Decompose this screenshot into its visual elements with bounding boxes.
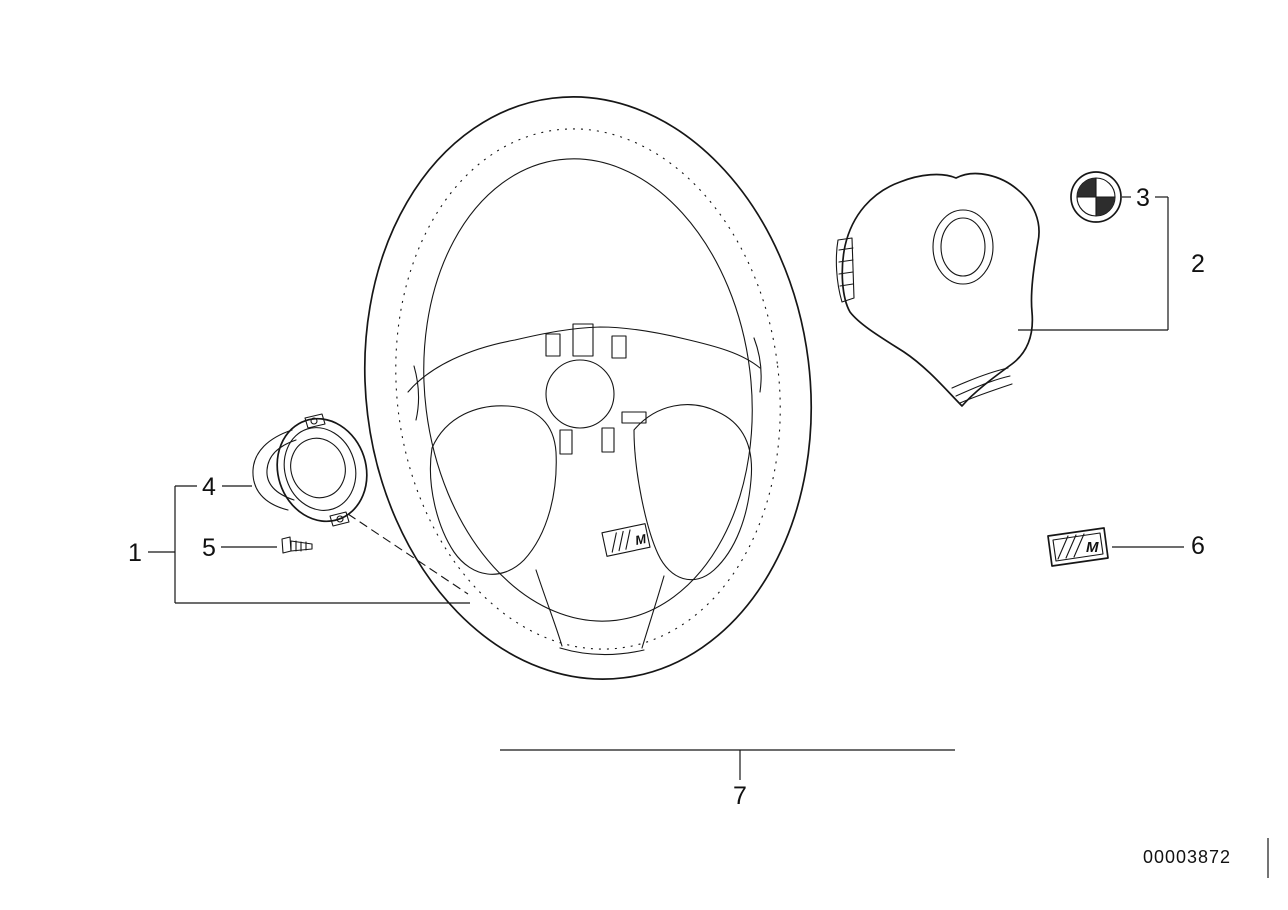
wheel-rim-stitching — [395, 128, 781, 650]
m-badge-plate — [1047, 527, 1109, 567]
m-stripes-icon: M — [1047, 527, 1109, 567]
callout-6[interactable]: 6 — [1191, 532, 1205, 560]
airbag-center-hole-inner — [940, 217, 986, 277]
callout-7[interactable]: 7 — [733, 782, 747, 810]
contact-ring-opening — [290, 437, 346, 499]
rim-contour-left — [413, 365, 420, 421]
airbag-pad — [835, 172, 1040, 407]
airbag-ribbing — [955, 375, 1011, 397]
hub-tab-center — [572, 323, 594, 357]
contact-ring-hole-top — [310, 417, 318, 425]
airbag-pad-outline — [841, 172, 1040, 407]
hub-slot-right — [601, 427, 615, 453]
upper-spokes-edge — [407, 326, 761, 393]
contact-ring-tab-bottom — [329, 511, 350, 527]
airbag-ribbing — [951, 367, 1009, 389]
lower-spoke-right-edge — [641, 575, 665, 649]
airbag-tab-hatch — [839, 283, 854, 287]
contact-ring-mid — [283, 427, 357, 511]
contact-ring-tab-top — [304, 413, 326, 429]
wheel-rim-inner — [423, 158, 753, 622]
lower-spoke-left-edge — [535, 569, 563, 647]
roundel-quadrant-dark — [1077, 178, 1096, 197]
wheel-m-badge-plate — [601, 523, 651, 557]
wheel-m-badge-stripe — [625, 529, 631, 550]
hub-tab-left — [545, 333, 561, 357]
hub-tab-right — [611, 335, 627, 359]
contact-ring-outer — [276, 417, 368, 523]
drawing-number: 00003872 — [1143, 847, 1231, 867]
screw-shaft — [290, 540, 313, 552]
screw — [281, 536, 313, 554]
m-badge-stripe — [1073, 533, 1085, 558]
wheel-m-badge-stripe — [618, 530, 624, 552]
m-badge-stripe — [1057, 535, 1069, 560]
contact-ring-cup-outer — [252, 429, 293, 511]
airbag-center-hole-outer — [932, 209, 994, 285]
hub-boss — [545, 359, 615, 429]
wheel-m-badge: M — [601, 523, 651, 557]
wheel-m-badge-stripe — [611, 532, 617, 553]
airbag-ribbing — [959, 383, 1013, 404]
callout-3[interactable]: 3 — [1136, 184, 1150, 212]
lower-spoke-rim-blend — [559, 647, 645, 656]
left-spoke-opening — [429, 405, 557, 575]
right-spoke-opening — [633, 404, 753, 581]
m-badge-stripe — [1065, 534, 1077, 559]
wheel-rim-outer — [363, 96, 813, 680]
callout-4[interactable]: 4 — [202, 473, 216, 501]
steering-wheel: M — [363, 96, 813, 680]
rim-contour-right — [753, 337, 762, 393]
wheel-hub — [545, 323, 647, 455]
callout-2[interactable]: 2 — [1191, 250, 1205, 278]
airbag-tab-hatch — [838, 247, 854, 251]
callout-lines — [148, 196, 1184, 780]
hub-side-bar — [621, 411, 647, 424]
wheel-m-badge-letter: M — [634, 531, 649, 548]
m-badge-letter: M — [1086, 539, 1099, 556]
screw-head — [281, 536, 292, 554]
horn-contact-ring — [252, 413, 368, 527]
roundel-outer-ring — [1070, 171, 1122, 223]
airbag-tab-hatch — [838, 259, 854, 263]
m-badge-inner-border — [1052, 532, 1104, 562]
airbag-mounting-tab — [835, 237, 855, 303]
bmw-roundel-icon — [1070, 171, 1122, 223]
contact-ring-cup-inner — [266, 439, 297, 501]
callout-1[interactable]: 1 — [128, 539, 142, 567]
contact-ring-hole-bottom — [336, 515, 344, 523]
roundel-quadrant-dark — [1096, 197, 1115, 216]
airbag-tab-hatch — [838, 271, 854, 275]
callout-5[interactable]: 5 — [202, 534, 216, 562]
callout-labels: 1 2 3 4 5 6 7 — [128, 184, 1205, 810]
hub-slot-left — [559, 429, 573, 455]
assembly-axis-line — [347, 513, 469, 595]
